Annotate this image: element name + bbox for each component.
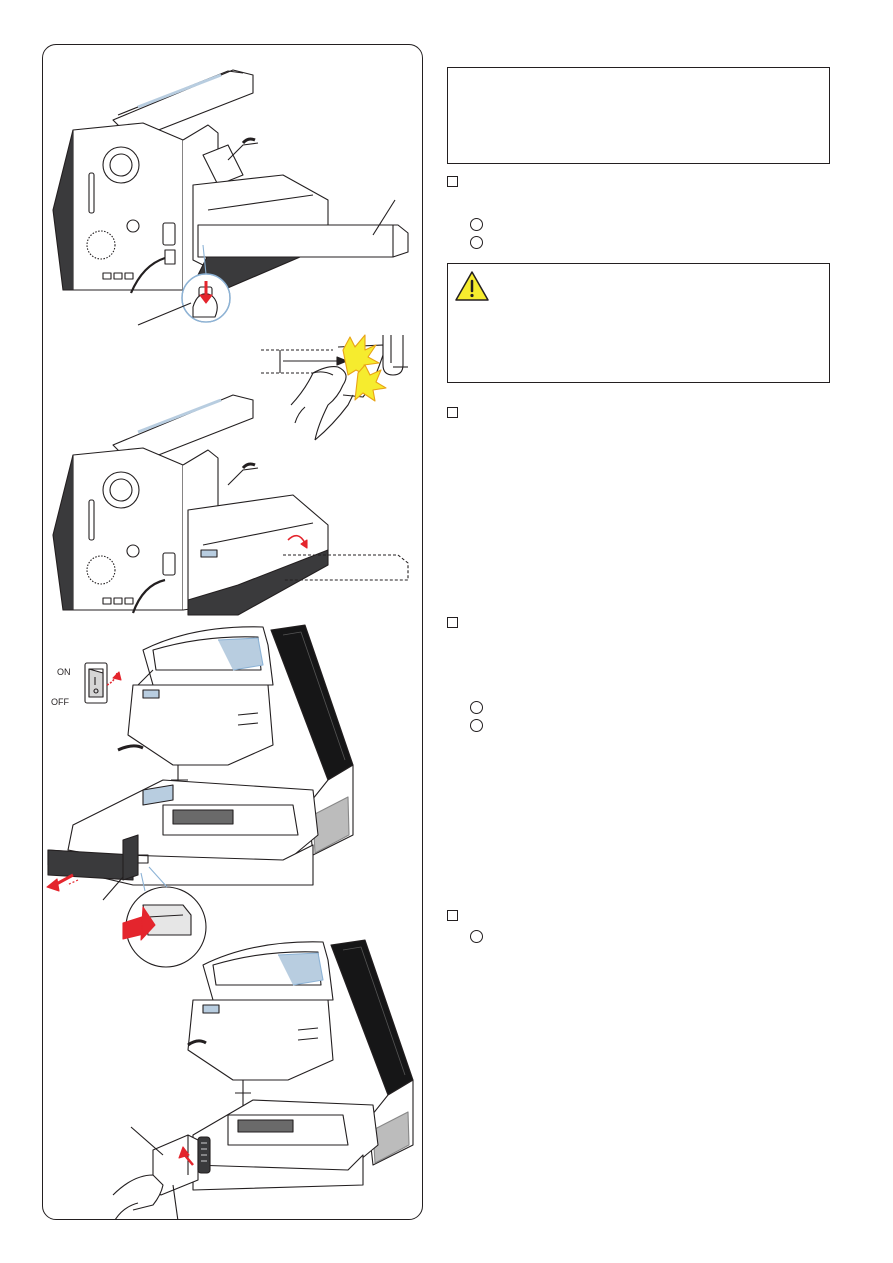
figure-5-machine-detach <box>112 939 414 1219</box>
illustration-panel: ON OFF <box>42 44 423 1220</box>
callout-circle-3b <box>470 719 483 732</box>
figure-3-machine-folded <box>52 394 409 616</box>
figure-2-hand-warning <box>261 334 408 441</box>
step-marker-1 <box>447 176 458 187</box>
callout-circle-1b <box>470 236 483 249</box>
switch-off-label: OFF <box>51 697 69 707</box>
step-marker-4 <box>447 910 458 921</box>
callout-circle-3a <box>470 701 483 714</box>
step-marker-2 <box>447 407 458 418</box>
step-marker-3 <box>447 617 458 628</box>
illustration-canvas <box>46 69 414 1219</box>
warning-triangle-icon <box>455 271 489 301</box>
note-box <box>447 67 830 164</box>
switch-on-label: ON <box>57 667 71 677</box>
figure-1-machine-rear <box>52 69 409 326</box>
caution-box <box>447 263 830 383</box>
callout-circle-1a <box>470 218 483 231</box>
figure-4-machine-front <box>46 624 354 968</box>
callout-circle-4a <box>470 930 483 943</box>
